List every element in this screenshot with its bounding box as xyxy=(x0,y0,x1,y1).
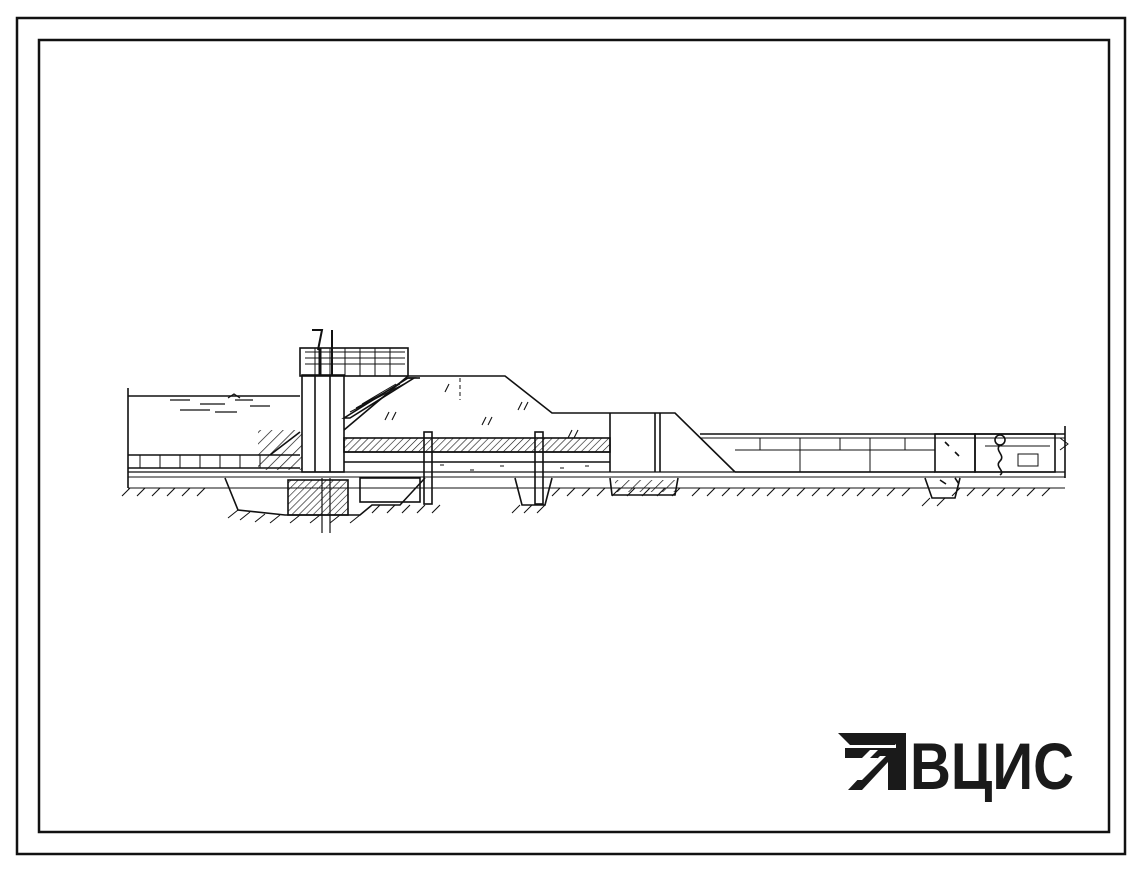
foundation-pits xyxy=(224,477,961,524)
dam-embankment xyxy=(343,375,736,473)
institute-logo: ВЦИС xyxy=(838,729,1074,803)
service-bridge xyxy=(341,377,420,419)
outer-frame xyxy=(15,16,1127,856)
ground-line xyxy=(121,487,1065,514)
upstream-water xyxy=(127,388,300,488)
gate-tower xyxy=(299,329,409,533)
outlet-chamber xyxy=(934,433,1056,485)
conduit xyxy=(343,431,611,505)
cross-section-drawing xyxy=(121,329,1069,533)
logo-text: ВЦИС xyxy=(910,729,1074,803)
inner-frame xyxy=(37,38,1111,834)
logo-emblem-icon xyxy=(838,733,906,790)
upstream-apron xyxy=(128,430,1065,478)
